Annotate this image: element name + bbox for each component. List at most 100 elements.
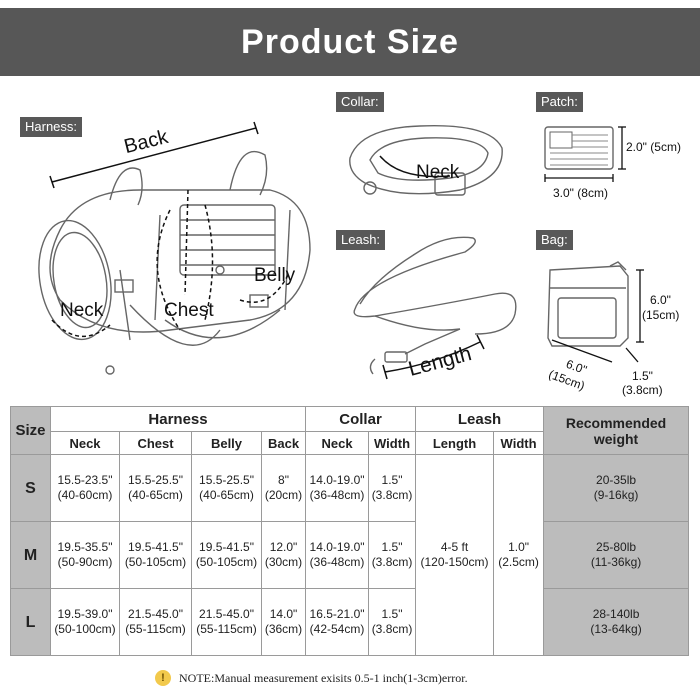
leash-width-cell: 1.0"(2.5cm) <box>493 454 545 656</box>
value-cm: (3.8cm) <box>371 622 413 636</box>
table-row: M 19.5-35.5"(50-90cm) 19.5-41.5"(50-105c… <box>10 521 690 589</box>
harness-neck-cell: 15.5-23.5"(40-60cm) <box>50 454 120 522</box>
collar-neck-label: Neck <box>416 162 460 183</box>
bag-height-cm-dim: (15cm) <box>642 308 680 322</box>
value-cm: (50-105cm) <box>195 555 258 569</box>
value-cm: (20cm) <box>264 488 303 502</box>
value-cm: (3.8cm) <box>371 488 413 502</box>
patch-height-dim: 2.0" (5cm) <box>626 140 681 154</box>
value-lb: 20-35lb <box>596 473 637 487</box>
table-row: S 15.5-23.5"(40-60cm) 15.5-25.5"(40-65cm… <box>10 454 690 656</box>
value-cm: (36-48cm) <box>309 555 365 569</box>
harness-belly-cell: 21.5-45.0"(55-115cm) <box>191 588 262 656</box>
harness-chest-cell: 21.5-45.0"(55-115cm) <box>119 588 192 656</box>
recommended-weight-header: Recommended weight <box>543 406 690 455</box>
value-kg: (13-64kg) <box>590 622 642 636</box>
value-in: 1.0" <box>508 540 530 554</box>
value-cm: (50-105cm) <box>124 555 187 569</box>
bag-tag: Bag: <box>536 230 573 250</box>
weight-cell: 28-140lb(13-64kg) <box>543 588 690 656</box>
size-cell: S <box>10 454 51 522</box>
collar-neck-cell: 16.5-21.0"(42-54cm) <box>305 588 370 656</box>
leash-group-header: Leash <box>415 406 545 432</box>
page-title: Product Size <box>241 22 459 61</box>
weight-cell: 25-80lb(11-36kg) <box>543 521 690 589</box>
patch-tag: Patch: <box>536 92 583 112</box>
value-cm: (3.8cm) <box>371 555 413 569</box>
value-kg: (11-36kg) <box>590 555 642 569</box>
bag-depth-dim: 1.5" <box>632 369 653 383</box>
value-in: 19.5-41.5" <box>128 540 183 554</box>
harness-back-cell: 8"(20cm) <box>260 454 307 522</box>
harness-neck-cell: 19.5-39.0"(50-100cm) <box>50 588 120 656</box>
value-in: 14.0-19.0" <box>309 473 365 487</box>
value-in: 14.0" <box>269 607 298 621</box>
value-in: 15.5-23.5" <box>57 473 113 487</box>
collar-neck-cell: 14.0-19.0"(36-48cm) <box>305 521 370 589</box>
collar-group-header: Collar <box>305 406 417 432</box>
harness-chest-cell: 15.5-25.5"(40-65cm) <box>119 454 192 522</box>
harness-group-header: Harness <box>49 406 307 432</box>
value-in: 15.5-25.5" <box>128 473 183 487</box>
harness-belly-cell: 19.5-41.5"(50-105cm) <box>191 521 262 589</box>
value-cm: (55-115cm) <box>125 622 186 636</box>
harness-neck-label: Neck <box>60 300 104 321</box>
harness-neck-cell: 19.5-35.5"(50-90cm) <box>50 521 120 589</box>
collar-neck-cell: 14.0-19.0"(36-48cm) <box>305 454 370 522</box>
value-cm: (55-115cm) <box>196 622 257 636</box>
value-cm: (40-60cm) <box>57 488 113 502</box>
value-in: 1.5" <box>381 473 403 487</box>
collar-neck-header: Neck <box>305 431 370 455</box>
leash-length-header: Length <box>415 431 495 455</box>
collar-width-cell: 1.5"(3.8cm) <box>368 454 417 522</box>
harness-belly-header: Belly <box>191 431 262 455</box>
value-in: 21.5-45.0" <box>128 607 183 621</box>
value-in: 1.5" <box>381 540 403 554</box>
harness-neck-header: Neck <box>50 431 120 455</box>
measurement-note: ! NOTE:Manual measurement exisits 0.5-1 … <box>155 670 468 686</box>
leash-length-cell: 4-5 ft(120-150cm) <box>415 454 495 656</box>
value-in: 1.5" <box>381 607 403 621</box>
size-cell: M <box>10 521 51 589</box>
table-row: L 19.5-39.0"(50-100cm) 21.5-45.0"(55-115… <box>10 588 690 656</box>
value-lb: 28-140lb <box>592 607 640 621</box>
value-cm: (40-65cm) <box>128 488 183 502</box>
collar-width-cell: 1.5"(3.8cm) <box>368 521 417 589</box>
value-in: 16.5-21.0" <box>309 607 365 621</box>
value-cm: (36cm) <box>264 622 303 636</box>
harness-chest-cell: 19.5-41.5"(50-105cm) <box>119 521 192 589</box>
value-lb: 25-80lb <box>596 540 637 554</box>
value-in: 19.5-35.5" <box>57 540 113 554</box>
value-in: 14.0-19.0" <box>309 540 365 554</box>
collar-width-header: Width <box>368 431 417 455</box>
note-text: NOTE:Manual measurement exisits 0.5-1 in… <box>179 670 468 685</box>
value-in: 12.0" <box>269 540 298 554</box>
leash-tag: Leash: <box>336 230 386 250</box>
harness-back-cell: 14.0"(36cm) <box>260 588 307 656</box>
size-header: Size <box>10 406 51 455</box>
collar-width-cell: 1.5"(3.8cm) <box>368 588 417 656</box>
value-ft: 4-5 ft <box>440 540 469 554</box>
value-kg: (9-16kg) <box>593 488 639 502</box>
value-in: 19.5-41.5" <box>199 540 254 554</box>
harness-back-cell: 12.0"(30cm) <box>260 521 307 589</box>
exclamation-icon: ! <box>155 670 171 686</box>
harness-belly-label: Belly <box>254 265 296 286</box>
bag-depth-cm-dim: (3.8cm) <box>622 383 663 397</box>
leash-illustration <box>353 236 517 380</box>
collar-tag: Collar: <box>336 92 384 112</box>
harness-chest-label: Chest <box>164 300 214 321</box>
patch-width-dim: 3.0" (8cm) <box>553 186 608 200</box>
patch-illustration <box>544 126 626 182</box>
value-cm: (42-54cm) <box>309 622 365 636</box>
value-cm: (30cm) <box>264 555 303 569</box>
value-cm: (50-90cm) <box>57 555 113 569</box>
harness-chest-header: Chest <box>119 431 192 455</box>
value-in: 21.5-45.0" <box>199 607 254 621</box>
bag-illustration <box>547 261 644 363</box>
value-cm: (50-100cm) <box>54 622 116 636</box>
bag-height-dim: 6.0" <box>650 293 671 307</box>
leash-width-header: Width <box>493 431 545 455</box>
value-cm: (2.5cm) <box>498 555 539 569</box>
size-table: Size Harness Collar Leash Recommended we… <box>10 406 690 656</box>
